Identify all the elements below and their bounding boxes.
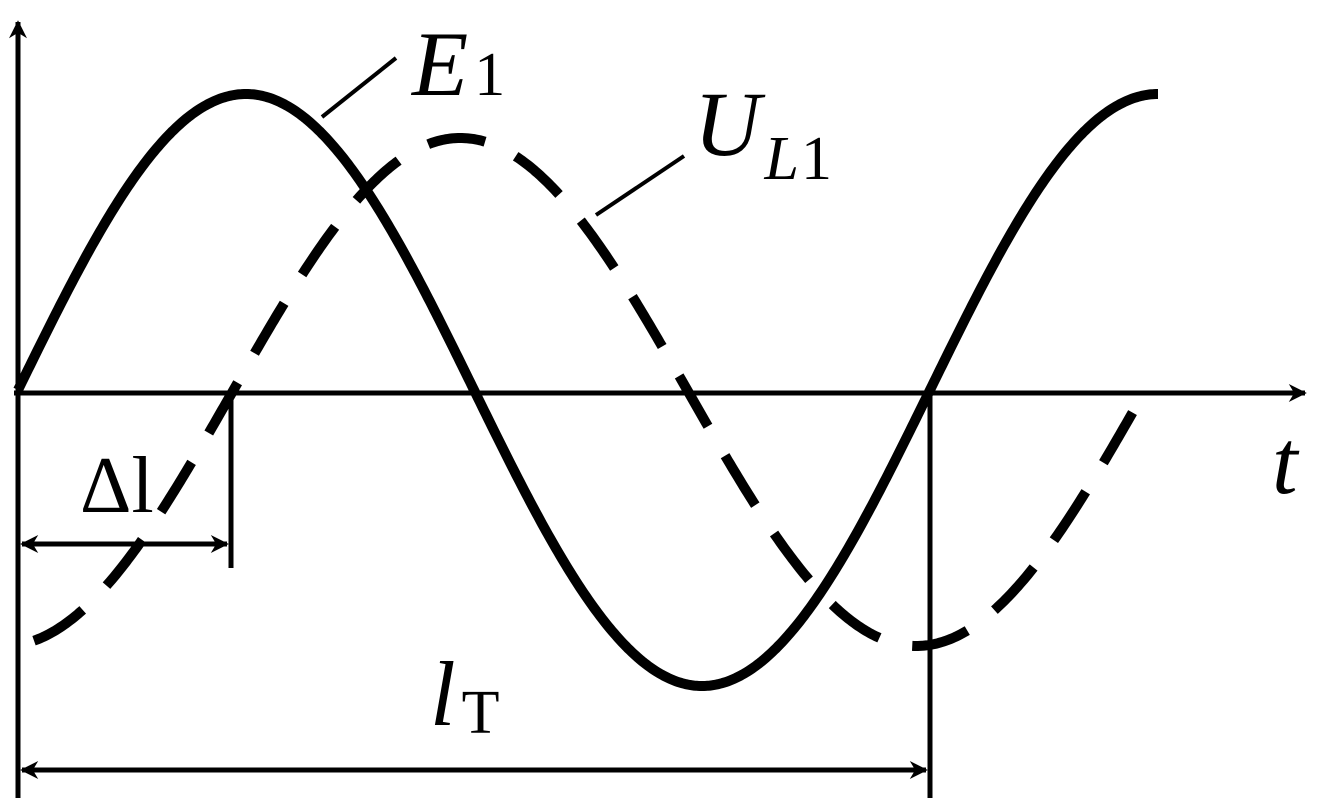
e1-label: E1	[410, 13, 505, 115]
ul1-label: UL1	[694, 73, 832, 193]
ul1-leader-line	[594, 154, 686, 217]
delta-l-label: Δl	[80, 442, 154, 530]
e1-solid-curve	[13, 89, 1158, 691]
e1-leader-line	[320, 56, 398, 119]
lt-label: lT	[430, 643, 499, 747]
t-axis-label: t	[1272, 411, 1300, 513]
ul1-dashed-curve	[32, 133, 1147, 651]
